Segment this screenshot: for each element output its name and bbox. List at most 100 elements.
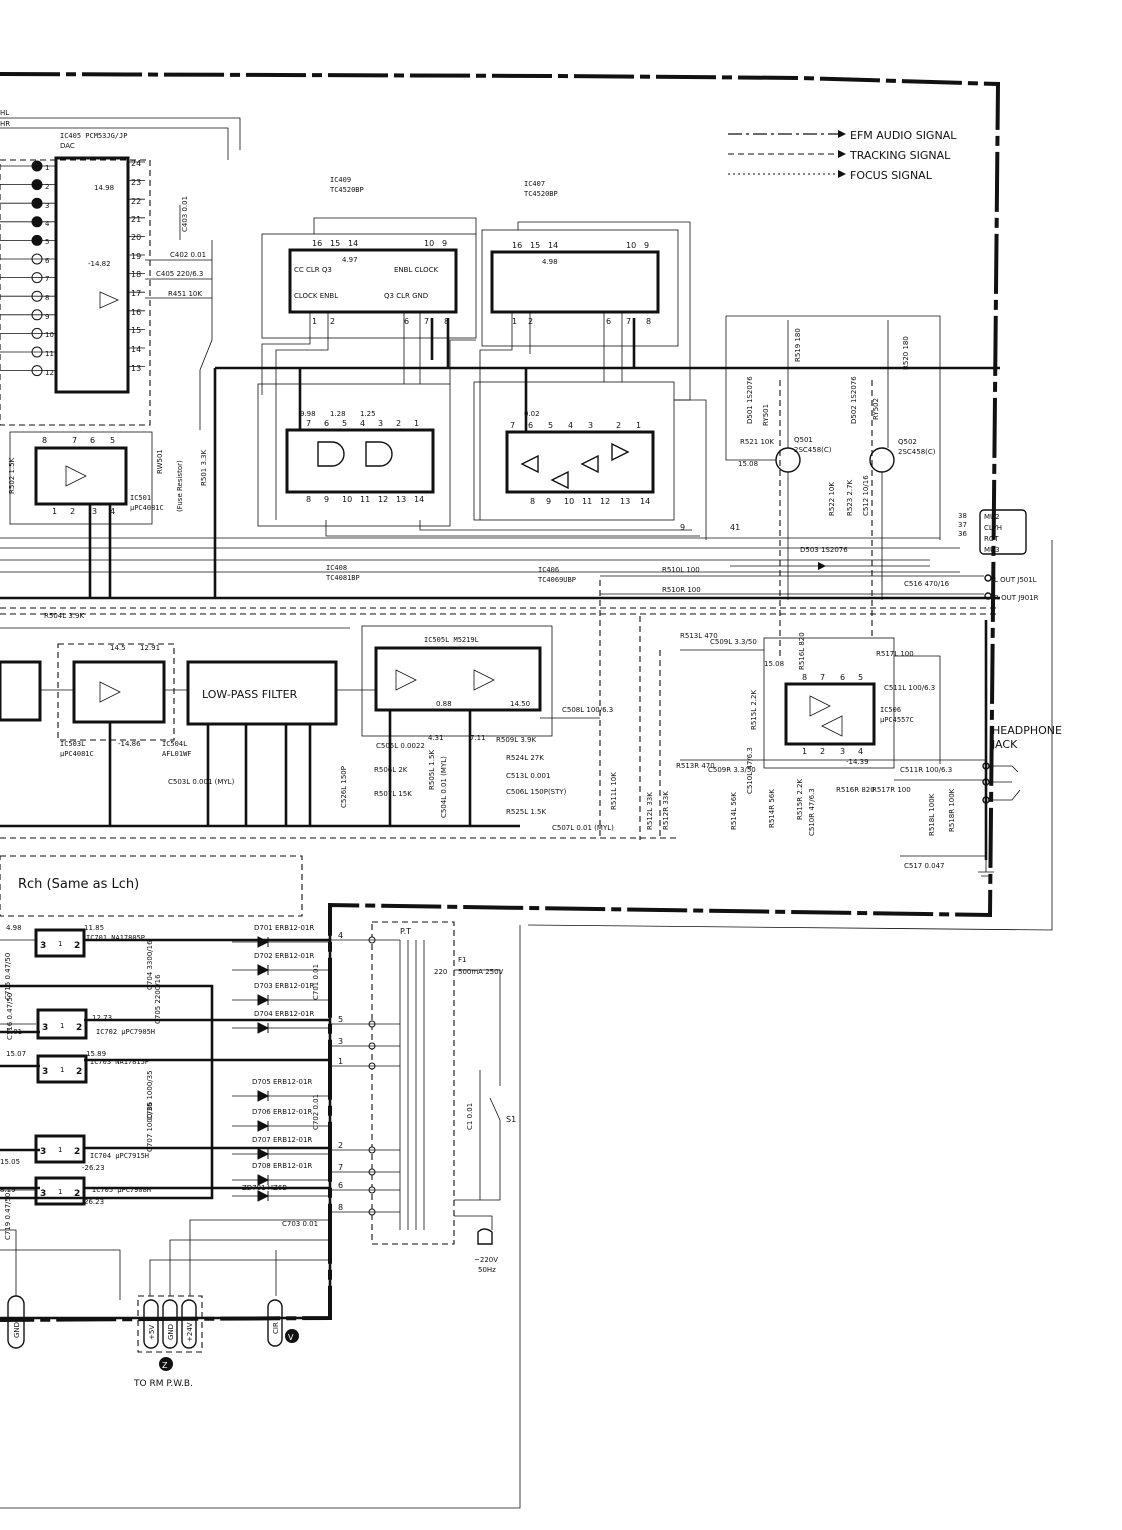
v-reg-5: 15.07 (6, 1050, 26, 1058)
ic408-v2: 1.28 (330, 410, 346, 418)
ic409-v-a: 4.97 (342, 256, 358, 264)
rch-label: Rch (Same as Lch) (18, 877, 139, 892)
part-r518l: R518L 100K (928, 793, 936, 836)
part-r511: R511L 10K (610, 772, 618, 810)
ic408-part: TC4081BP (326, 574, 360, 582)
logic-wiring: 9 41 (215, 217, 1000, 540)
transformer-tap-label: 7 (338, 1163, 343, 1172)
v-ic505-b: 14.50 (510, 700, 530, 708)
ic408-b2: 9 (324, 495, 329, 504)
ic405-pin-l8: 8 (45, 294, 49, 302)
part-c505: C505L 0.0022 (376, 742, 425, 750)
regulator-pin-label: 1 (60, 1022, 64, 1030)
ic409-t1: 16 (312, 239, 322, 248)
ic504-label: IC504L (162, 740, 187, 748)
ic405-dac-label: DAC (60, 142, 75, 150)
regulator-pin-label: 1 (58, 1188, 62, 1196)
part-c526: C526L 150P (340, 766, 348, 808)
part-220: 220 (434, 968, 447, 976)
ic407-b5: 8 (646, 317, 651, 326)
ic405-pin-l11: 11 (45, 350, 54, 358)
transformer-tap-label: 4 (338, 931, 343, 940)
ic409-l4: Q3 CLR GND (384, 292, 428, 300)
ic406-t6: 2 (616, 421, 621, 430)
part-r451: R451 10K (168, 290, 202, 298)
ic405-pin-r10: 15 (131, 326, 141, 335)
ic408-b5: 12 (378, 495, 388, 504)
ic409-b2: 2 (330, 317, 335, 326)
ic408-and-gates: IC408 TC4081BP 7 6 5 4 3 2 1 8 9 10 11 1… (257, 383, 451, 582)
ic405-v1: -14.82 (88, 260, 111, 268)
ic501-part: μPC4081C (130, 504, 164, 512)
transformer-tap-label: 8 (338, 1203, 343, 1212)
ic405-label: IC405 PCM53JG/JP (60, 132, 127, 140)
conn-cir: CIR (272, 1322, 280, 1334)
lowpass-filter: LOW-PASS FILTER (202, 688, 298, 701)
part-c509l: C509L 3.3/50 (710, 638, 757, 646)
part-d702: D702 ERB12-01R (254, 952, 314, 960)
ic501: 8 7 6 5 1 2 3 4 IC501 μPC4081C R502 1.5K… (8, 368, 217, 598)
conn-z-mark: Z (162, 1361, 168, 1370)
ic405-pin-r5: 20 (131, 233, 141, 242)
conn-rm-5v: +5V (148, 1325, 156, 1340)
v-reg-2: 11.85 (84, 924, 104, 932)
ic408-v3: 1.25 (360, 410, 376, 418)
part-d708: D708 ERB12-01R (252, 1162, 312, 1170)
part-f1: F1 (458, 956, 466, 964)
part-r513l: R513L 470 (680, 632, 718, 640)
ic409-t4: 10 (424, 239, 434, 248)
ic405-pin-stubs (0, 161, 145, 372)
regulator-pin-label: 3 (40, 1147, 46, 1157)
conn-36: 36 (958, 530, 967, 538)
part-d704: D704 ERB12-01R (254, 1010, 314, 1018)
transformer-tap-label: 5 (338, 1015, 343, 1024)
part-c701: C701 0.01 (312, 964, 320, 1000)
part-r512l: R512L 33K (646, 792, 654, 830)
part-c508: C508L 100/6.3 (562, 706, 613, 714)
v-reg-9: 26.23 (84, 1198, 104, 1206)
part-d705: D705 ERB12-01R (252, 1078, 312, 1086)
part-d701: D701 ERB12-01R (254, 924, 314, 932)
part-r504: R504L 3.9K (44, 612, 84, 620)
part-r524: R524L 27K (506, 754, 544, 762)
v-ic503-b: 12.91 (140, 644, 160, 652)
part-d706: D706 ERB12-01R (252, 1108, 312, 1116)
part-c506: C506L 150P(STY) (506, 788, 567, 796)
v-q501: 15.08 (738, 460, 758, 468)
part-c503: C503L 0.001 (MYL) (168, 778, 235, 786)
transformer-tap-label: 3 (338, 1037, 343, 1046)
part-c513: C513L 0.001 (506, 772, 550, 780)
part-r509: R509L 3.9K (496, 736, 536, 744)
part-s1: S1 (506, 1115, 516, 1124)
q501-part: 2SC458(C) (794, 446, 832, 454)
part-r516r: R516R 820 (836, 786, 875, 794)
part-c512: C512 10/16 (862, 475, 870, 516)
ic408-t1: 7 (306, 419, 311, 428)
part-r518r: R518R 100K (948, 788, 956, 832)
v-reg-10: 8.19 (0, 1186, 16, 1194)
ic703-label: IC703 NA17815P (90, 1058, 149, 1066)
headphone-label-1: HEADPHONE (992, 724, 1062, 737)
part-r517r: R517R 100 (872, 786, 911, 794)
part-d703: D703 ERB12-01R (254, 982, 314, 990)
part-r514r: R514R 56K (768, 789, 776, 828)
ic504-part: AFL01WF (162, 750, 192, 758)
ic408-b4: 11 (360, 495, 370, 504)
part-c402: C402 0.01 (170, 251, 206, 259)
q502-part: 2SC458(C) (898, 448, 936, 456)
part-r501: R501 3.3K (200, 449, 208, 486)
transformer-tap-label: 2 (338, 1141, 343, 1150)
conn-37: 37 (958, 521, 967, 529)
ic409-b4: 7 (424, 317, 429, 326)
part-ry501: RY501 (762, 404, 770, 426)
regulator-pin-label: 2 (76, 1023, 82, 1033)
ic405-pin-l2: 2 (45, 183, 49, 191)
ic405-dac: IC405 PCM53JG/JP DAC 24 23 22 21 20 19 1… (0, 132, 151, 426)
conn-38: 38 (958, 512, 967, 520)
out-clvh: CLVH (984, 524, 1002, 532)
ic408-t7: 1 (414, 419, 419, 428)
part-c405: C405 220/6.3 (156, 270, 203, 278)
ic408-v1: 9.98 (300, 410, 316, 418)
